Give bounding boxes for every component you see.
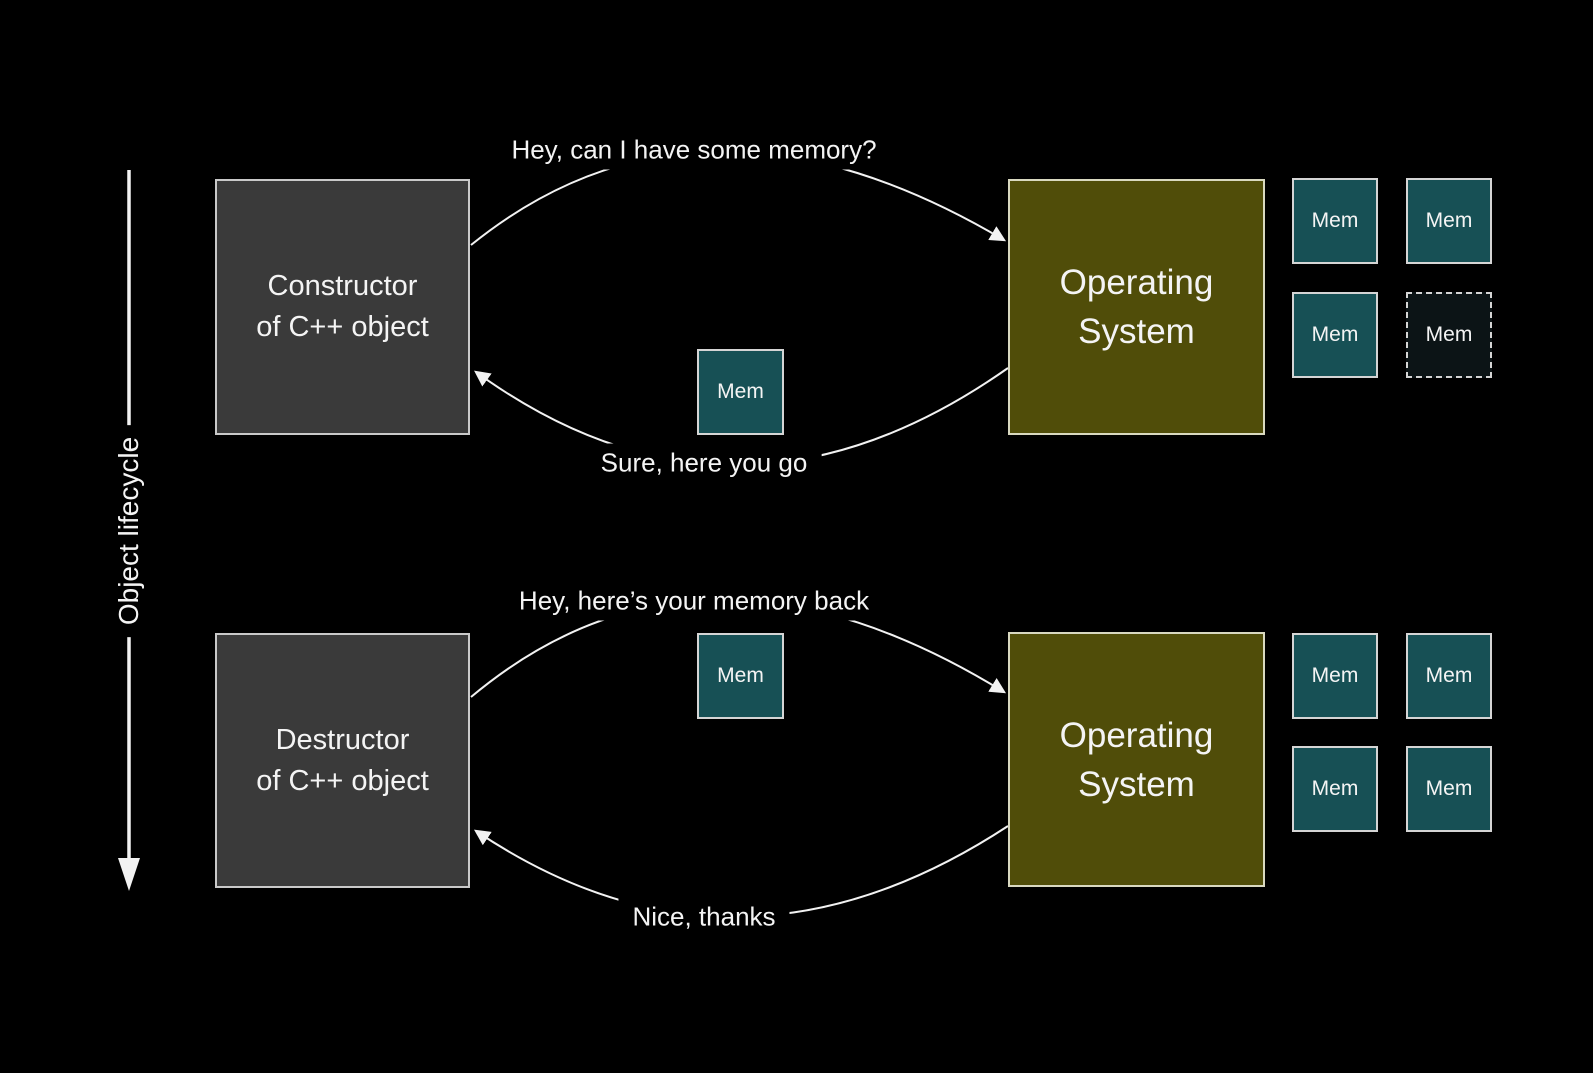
os-bottom-label-line2: System xyxy=(1078,764,1195,804)
operating-system-box-top: Operating System xyxy=(1008,179,1265,435)
os-bottom-label-line1: Operating xyxy=(1059,715,1214,755)
os-top-label-line1: Operating xyxy=(1059,263,1214,302)
mem-transfer-block-bottom: Mem xyxy=(697,633,784,719)
mem-block: Mem xyxy=(1292,633,1378,719)
object-lifecycle-label: Object lifecycle xyxy=(109,424,149,638)
request-speech-label-top: Hey, can I have some memory? xyxy=(497,130,891,170)
constructor-box-label-line2: of C++ object xyxy=(256,311,429,343)
mem-block-label: Mem xyxy=(1425,209,1473,232)
destructor-box-label-line1: Destructor xyxy=(275,723,410,756)
mem-block: Mem xyxy=(1292,746,1378,832)
mem-block-label: Mem xyxy=(1311,209,1359,232)
constructor-box-label-line1: Constructor xyxy=(267,270,418,303)
mem-block: Mem xyxy=(1406,746,1492,832)
mem-block: Mem xyxy=(1406,178,1492,264)
mem-block-label: Mem xyxy=(1425,323,1473,346)
mem-transfer-block-top-label: Mem xyxy=(717,380,764,403)
mem-transfer-block-top: Mem xyxy=(697,349,784,435)
mem-block: Mem xyxy=(1292,178,1378,264)
response-speech-label-top: Sure, here you go xyxy=(586,443,822,483)
mem-block-freed: Mem xyxy=(1406,292,1492,378)
response-speech-label-bottom: Nice, thanks xyxy=(618,897,790,937)
mem-block-label: Mem xyxy=(1311,664,1359,687)
lifecycle-arrowhead-icon xyxy=(118,858,140,891)
mem-block-label: Mem xyxy=(1425,777,1473,800)
mem-block-label: Mem xyxy=(1311,777,1359,800)
constructor-box: Constructor of C++ object xyxy=(215,179,470,435)
request-speech-label-bottom: Hey, here’s your memory back xyxy=(504,581,884,621)
destructor-box-label-line2: of C++ object xyxy=(256,764,429,797)
mem-block: Mem xyxy=(1406,633,1492,719)
operating-system-box-bottom: Operating System xyxy=(1008,632,1265,887)
mem-block-label: Mem xyxy=(1425,664,1473,687)
os-top-label-line2: System xyxy=(1078,312,1195,351)
mem-block: Mem xyxy=(1292,292,1378,378)
mem-transfer-block-bottom-label: Mem xyxy=(717,664,764,687)
mem-block-label: Mem xyxy=(1311,323,1359,346)
destructor-box: Destructor of C++ object xyxy=(215,633,470,888)
